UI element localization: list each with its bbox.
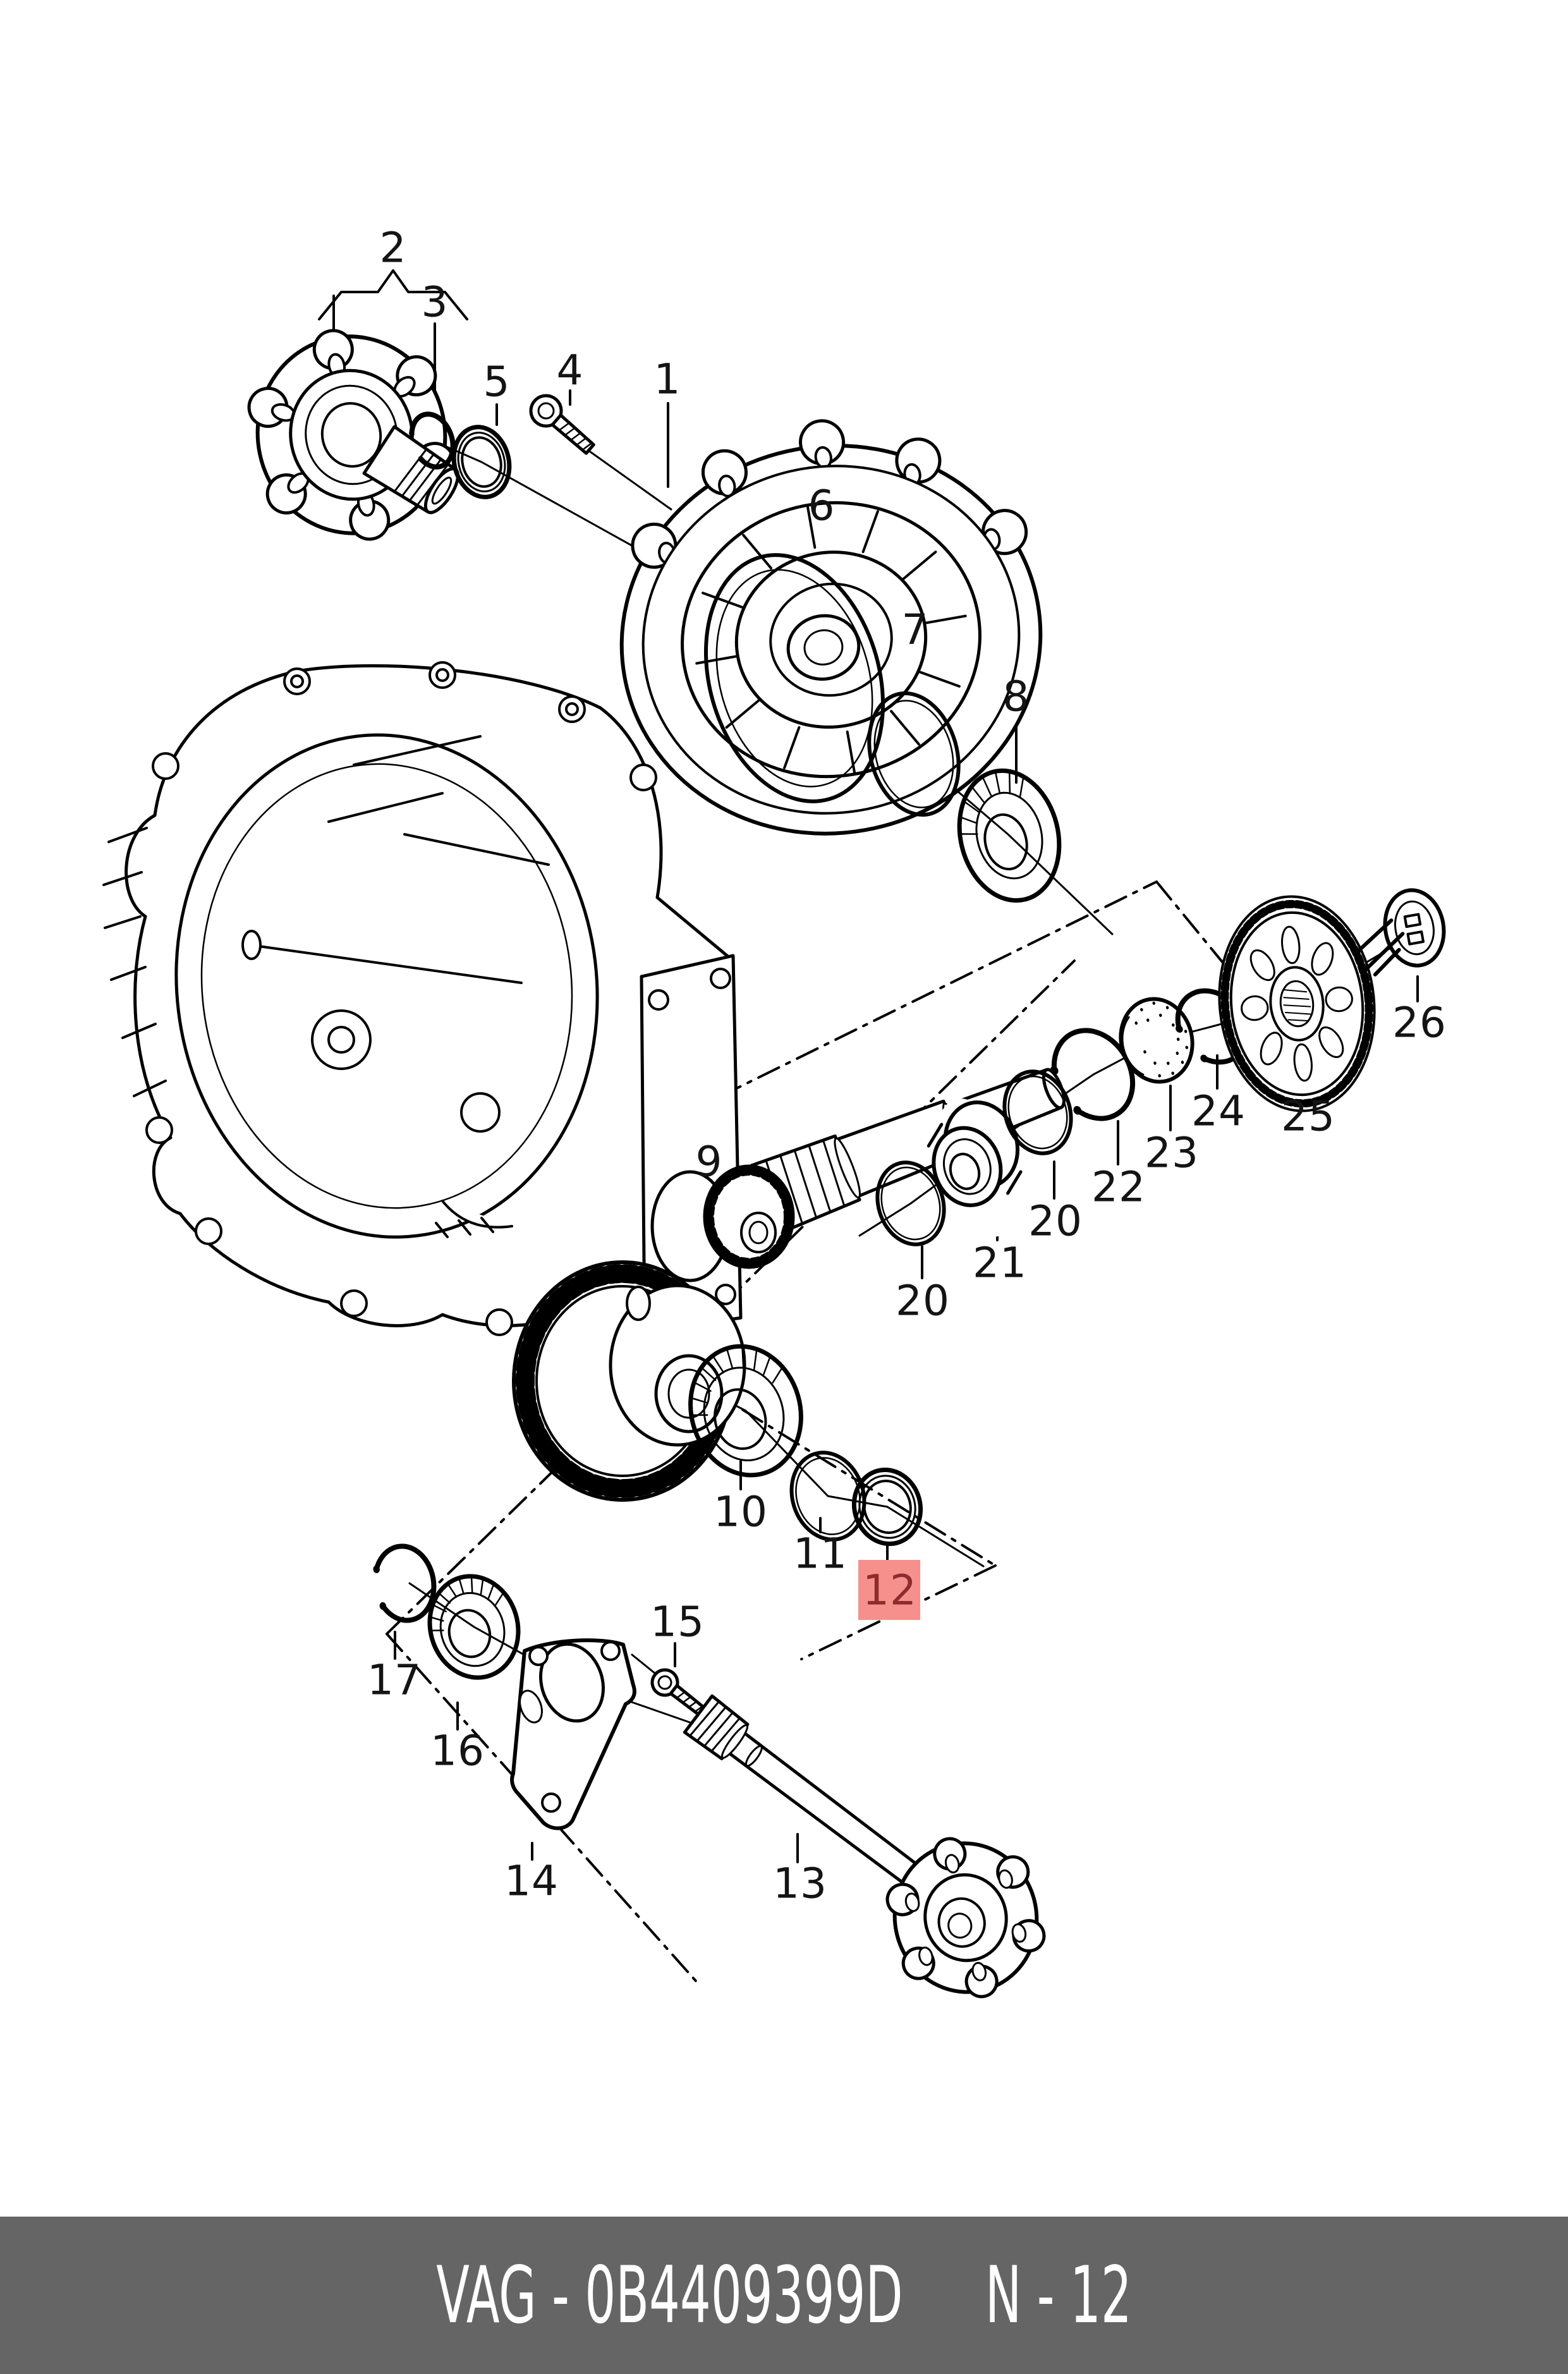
part-13-output-shaft [684, 1696, 1055, 2014]
part-label-20-right: 20 [1028, 1196, 1083, 1246]
part-26-cap [1348, 886, 1450, 977]
part-2-flange [236, 311, 466, 558]
part-label-9: 9 [695, 1137, 723, 1186]
part-14-bracket [512, 1636, 635, 1828]
part-label-26: 26 [1392, 998, 1447, 1047]
part-label-16: 16 [430, 1726, 485, 1775]
part-label-23: 23 [1145, 1128, 1199, 1178]
part-label-20-left: 20 [896, 1276, 950, 1325]
part-label-6: 6 [808, 481, 836, 530]
part-label-13: 13 [773, 1859, 827, 1908]
part-2-splined-stub [364, 427, 465, 520]
part-15-bolt [647, 1665, 710, 1721]
part-label-17: 17 [367, 1655, 422, 1705]
part-label-24: 24 [1191, 1087, 1246, 1136]
bevel-gear [705, 1166, 793, 1267]
part-label-11: 11 [793, 1529, 848, 1578]
part-label-5: 5 [483, 357, 511, 406]
part-1-cover [586, 389, 1073, 867]
part-label-22: 22 [1091, 1162, 1146, 1212]
part-label-25: 25 [1281, 1092, 1335, 1141]
footer-page-code: N - 12 [985, 2249, 1132, 2341]
part-label-10: 10 [714, 1487, 768, 1537]
part-label-8: 8 [1002, 672, 1030, 721]
part-label-1: 1 [653, 355, 681, 404]
footer-bar: VAG - 0B4409399D N - 12 [0, 2217, 1568, 2374]
part-label-7: 7 [901, 605, 929, 654]
part-4-bolt [525, 389, 600, 460]
highlight-box-part-12 [858, 1560, 920, 1620]
part-25-gear [1209, 889, 1385, 1119]
part-label-12-highlighted: 12 [863, 1566, 917, 1615]
part-23-shim [1110, 990, 1203, 1091]
part-label-15: 15 [650, 1597, 705, 1647]
part-label-2: 2 [379, 223, 407, 272]
part-label-14: 14 [504, 1856, 559, 1906]
footer-part-code: VAG - 0B4409399D [436, 2249, 903, 2341]
gearbox-housing [104, 662, 741, 1335]
part-21-bearing [915, 1098, 1043, 1237]
part-label-4: 4 [556, 346, 584, 395]
part-label-3: 3 [421, 277, 449, 327]
part-label-21: 21 [973, 1238, 1027, 1287]
